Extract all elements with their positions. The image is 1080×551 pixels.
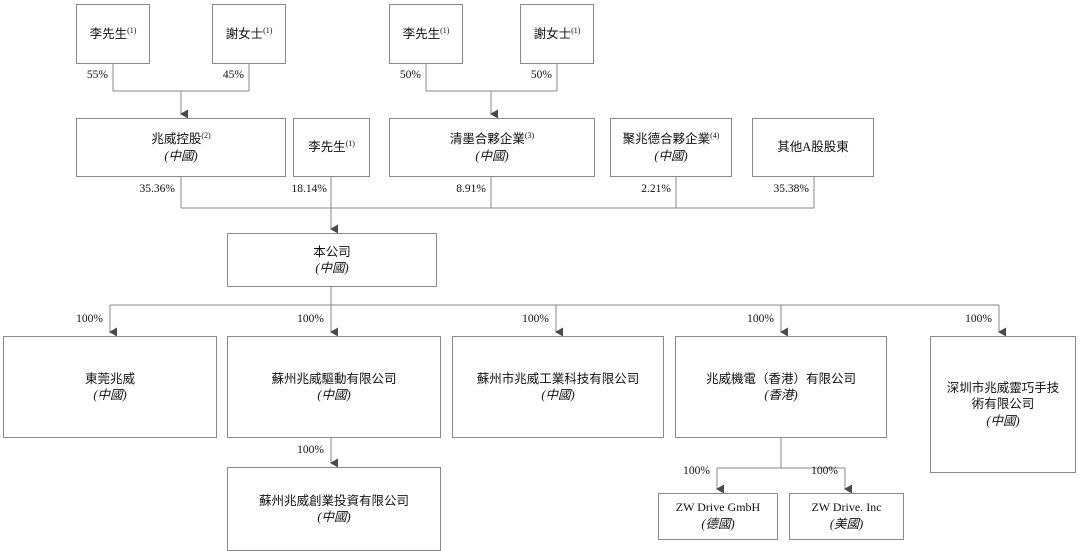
pct-company-to-suzhou-drive: 100% [297, 313, 324, 325]
node-zhaowei-holding-label: 兆威控股 [151, 132, 202, 146]
node-shenzhen-dexterous-hand[interactable]: 深圳市兆威靈巧手技術有限公司 (中國) [930, 336, 1076, 473]
pct-hk-to-inc: 100% [811, 465, 838, 477]
node-suzhou-industry[interactable]: 蘇州市兆威工業科技有限公司 (中國) [452, 336, 664, 438]
node-zw-drive-inc-location: (美國) [829, 517, 864, 532]
node-zhaowei-holding[interactable]: 兆威控股(2) (中國) [76, 118, 286, 177]
footnote-marker: (1) [440, 25, 450, 35]
footnote-marker: (1) [345, 139, 355, 149]
node-li-top-left[interactable]: 李先生(1) [76, 4, 150, 64]
node-li-top-right-label: 李先生 [402, 26, 441, 41]
node-li-mid-label: 李先生 [308, 140, 346, 155]
pct-xie-to-qingmo: 50% [530, 69, 552, 81]
pct-holding-to-company: 35.36% [139, 183, 175, 195]
footnote-marker: (2) [201, 130, 211, 140]
pct-drive-to-venture: 100% [297, 444, 324, 456]
pct-hk-to-gmbh: 100% [683, 465, 710, 477]
node-li-top-left-label: 李先生 [89, 26, 128, 41]
footnote-marker: (1) [571, 25, 581, 35]
node-juzhaode-label: 聚兆德合夥企業 [622, 132, 711, 146]
node-zw-drive-inc[interactable]: ZW Drive. Inc (美國) [789, 493, 904, 540]
node-hk-electromechanical-label: 兆威機電（香港）有限公司 [705, 371, 856, 386]
node-xie-top-left[interactable]: 謝女士(1) [212, 4, 286, 64]
pct-xie-to-holding: 45% [222, 69, 244, 81]
node-zw-drive-gmbh[interactable]: ZW Drive GmbH (德國) [658, 493, 778, 540]
node-li-mid[interactable]: 李先生(1) [293, 118, 370, 177]
footnote-marker: (1) [127, 25, 137, 35]
node-zhaowei-holding-location: (中國) [164, 148, 198, 163]
node-other-a-shareholders[interactable]: 其他A股股東 [752, 118, 874, 177]
node-suzhou-drive-label: 蘇州兆威驅動有限公司 [271, 371, 397, 386]
node-suzhou-venture-investment-label: 蘇州兆威創業投資有限公司 [258, 493, 409, 508]
node-qingmo-location: (中國) [475, 148, 509, 163]
node-li-top-right[interactable]: 李先生(1) [389, 4, 463, 64]
pct-juzhaode-to-company: 2.21% [641, 183, 671, 195]
node-other-a-shareholders-label: 其他A股股東 [777, 140, 849, 155]
node-the-company-location: (中國) [315, 261, 349, 275]
node-zw-drive-gmbh-location: (德國) [701, 517, 735, 532]
footnote-marker: (3) [524, 130, 535, 140]
pct-li-to-holding: 55% [86, 69, 108, 81]
node-shenzhen-dexterous-hand-label: 深圳市兆威靈巧手技術有限公司 [946, 380, 1060, 412]
node-xie-top-left-label: 謝女士 [225, 26, 264, 41]
node-xie-top-right[interactable]: 謝女士(1) [520, 4, 594, 64]
node-qingmo-partnership[interactable]: 清墨合夥企業(3) (中國) [389, 118, 595, 177]
node-juzhaode-location: (中國) [654, 148, 688, 163]
node-the-company-label: 本公司 [313, 244, 351, 259]
node-hk-electromechanical-location: (香港) [764, 388, 798, 402]
footnote-marker: (1) [263, 25, 273, 35]
node-zw-drive-inc-label: ZW Drive. Inc [811, 500, 882, 515]
node-suzhou-drive-location: (中國) [317, 388, 351, 402]
pct-qingmo-to-company: 8.91% [456, 183, 486, 195]
pct-li-to-qingmo: 50% [399, 69, 421, 81]
pct-company-to-hk: 100% [747, 313, 774, 325]
node-suzhou-drive[interactable]: 蘇州兆威驅動有限公司 (中國) [227, 336, 441, 438]
pct-company-to-suzhou-industry: 100% [522, 313, 549, 325]
node-dongguan-zhaowei-location: (中國) [93, 388, 127, 402]
node-xie-top-right-label: 謝女士 [533, 26, 572, 41]
pct-company-to-dongguan: 100% [76, 313, 103, 325]
node-dongguan-zhaowei-label: 東莞兆威 [84, 371, 135, 386]
pct-company-to-shenzhen: 100% [965, 313, 992, 325]
node-qingmo-label: 清墨合夥企業 [449, 132, 525, 146]
node-the-company[interactable]: 本公司 (中國) [227, 233, 437, 287]
node-suzhou-industry-label: 蘇州市兆威工業科技有限公司 [476, 371, 640, 386]
node-shenzhen-dexterous-hand-location: (中國) [986, 413, 1020, 428]
pct-other-to-company: 35.38% [773, 183, 809, 195]
node-hk-electromechanical[interactable]: 兆威機電（香港）有限公司 (香港) [675, 336, 887, 438]
node-suzhou-venture-investment[interactable]: 蘇州兆威創業投資有限公司 (中國) [227, 467, 441, 551]
node-suzhou-venture-investment-location: (中國) [317, 510, 351, 524]
node-zw-drive-gmbh-label: ZW Drive GmbH [675, 500, 761, 515]
pct-li-to-company: 18.14% [291, 183, 327, 195]
node-suzhou-industry-location: (中國) [541, 388, 575, 402]
node-dongguan-zhaowei[interactable]: 東莞兆威 (中國) [3, 336, 217, 438]
node-juzhaode-partnership[interactable]: 聚兆德合夥企業(4) (中國) [610, 118, 732, 177]
footnote-marker: (4) [710, 130, 720, 140]
